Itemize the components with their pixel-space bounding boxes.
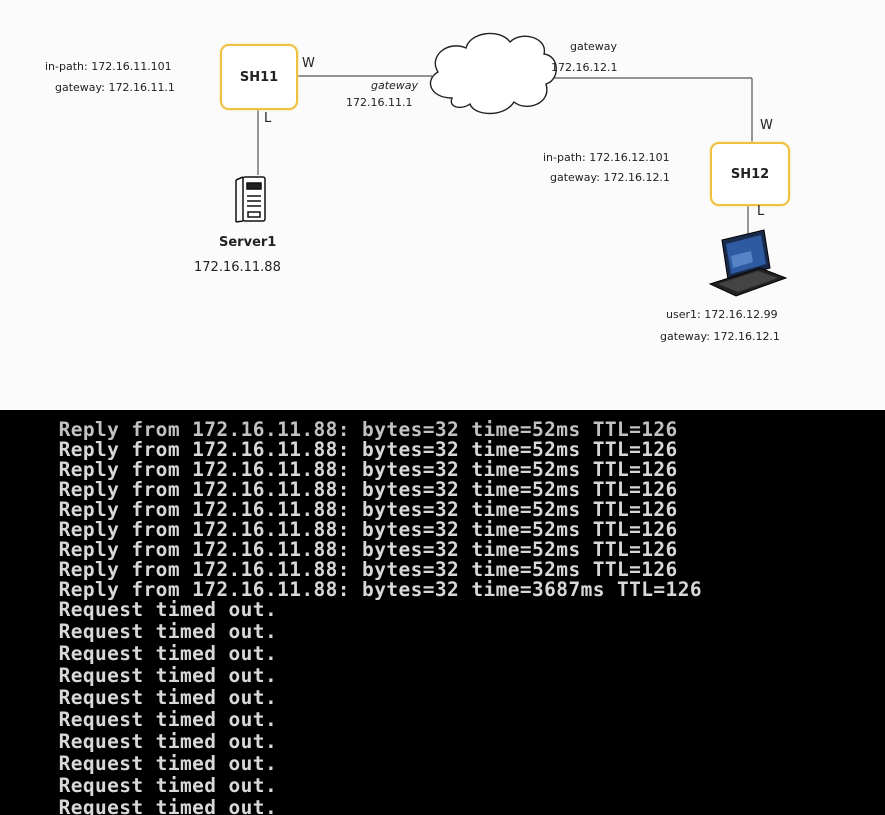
terminal-line: Request timed out. (10, 690, 277, 730)
terminal-line-text: Reply from 172.16.11.88: bytes=32 time=5… (58, 498, 678, 521)
terminal-line-text: Request timed out. (58, 686, 278, 709)
terminal-line-text: Request timed out. (58, 708, 278, 731)
terminal-line-text: Reply from 172.16.11.88: bytes=32 time=5… (58, 478, 678, 501)
network-diagram: SH11 in-path: 172.16.11.101 gateway: 172… (45, 32, 790, 343)
terminal-line-text: Reply from 172.16.11.88: bytes=32 time=5… (58, 418, 678, 441)
sh12-wan-port-label: W (760, 118, 773, 133)
terminal-line: Reply from 172.16.11.88: bytes=32 time=5… (10, 410, 678, 440)
terminal-line-text: Request timed out. (58, 730, 278, 753)
terminal-line: Request timed out. (10, 580, 277, 620)
user-gateway-label: gateway: 172.16.12.1 (660, 330, 780, 343)
sh11-gateway-label: gateway: 172.16.11.1 (55, 81, 175, 94)
sh11-label: SH11 (239, 69, 279, 85)
terminal-line: Reply from 172.16.11.88: bytes=32 time=5… (10, 480, 678, 520)
terminal-line-text: Reply from 172.16.11.88: bytes=32 time=5… (58, 538, 678, 561)
steelhead-sh11-node: SH11 (220, 44, 298, 110)
terminal-line-text: Request timed out. (58, 642, 278, 665)
terminal-line-text: Request timed out. (58, 796, 278, 815)
terminal-line: Request timed out. (10, 668, 277, 708)
sh12-gateway-label: gateway: 172.16.12.1 (550, 171, 670, 184)
terminal-line: Reply from 172.16.11.88: bytes=32 time=5… (10, 540, 678, 580)
steelhead-sh12-node: SH12 (710, 142, 790, 206)
ping-terminal-output: Reply from 172.16.11.88: bytes=32 time=5… (0, 410, 885, 815)
laptop-icon (708, 229, 788, 297)
terminal-line: Request timed out. (10, 646, 277, 686)
server-name-label: Server1 (219, 235, 277, 250)
sh12-lan-port-label: L (757, 204, 765, 219)
terminal-line: Reply from 172.16.11.88: bytes=32 time=3… (10, 560, 702, 600)
user-ip-label: user1: 172.16.12.99 (666, 308, 778, 321)
terminal-line: Reply from 172.16.11.88: bytes=32 time=5… (10, 440, 678, 480)
terminal-line-text: Reply from 172.16.11.88: bytes=32 time=3… (58, 578, 702, 601)
server-ip-label: 172.16.11.88 (194, 260, 281, 275)
terminal-line-text: Request timed out. (58, 774, 278, 797)
sh11-lan-port-label: L (264, 111, 272, 126)
terminal-line: Reply from 172.16.11.88: bytes=32 time=5… (10, 500, 678, 540)
cloud-left-gateway-label: gateway (371, 79, 419, 92)
diagram-links (235, 32, 788, 297)
server-icon (235, 176, 266, 223)
terminal-line: Request timed out. (10, 756, 277, 796)
cloud-right-gateway-label: gateway (570, 40, 618, 53)
terminal-line-text: Request timed out. (58, 620, 278, 643)
terminal-line: Reply from 172.16.11.88: bytes=32 time=5… (10, 520, 678, 560)
sh11-wan-port-label: W (302, 56, 315, 71)
terminal-line: Request timed out. (10, 624, 277, 664)
terminal-line-text: Reply from 172.16.11.88: bytes=32 time=5… (58, 518, 678, 541)
cloud-right-gateway-ip: 172.16.12.1 (551, 61, 618, 74)
sh12-label: SH12 (730, 166, 770, 182)
sh12-inpath-label: in-path: 172.16.12.101 (543, 151, 670, 164)
terminal-line-text: Reply from 172.16.11.88: bytes=32 time=5… (58, 458, 678, 481)
terminal-line: Request timed out. (10, 602, 277, 642)
terminal-line-text: Request timed out. (58, 752, 278, 775)
terminal-line: Request timed out. (10, 778, 277, 815)
terminal-line: Reply from 172.16.11.88: bytes=32 time=5… (10, 420, 678, 460)
terminal-line-text: Reply from 172.16.11.88: bytes=32 time=5… (58, 558, 678, 581)
sh11-inpath-label: in-path: 172.16.11.101 (45, 60, 172, 73)
terminal-line: Request timed out. (10, 734, 277, 774)
wan-cloud-icon (429, 32, 557, 115)
terminal-line-text: Request timed out. (58, 598, 278, 621)
cloud-left-gateway-ip: 172.16.11.1 (346, 96, 413, 109)
terminal-line: Reply from 172.16.11.88: bytes=32 time=5… (10, 460, 678, 500)
terminal-line-text: Request timed out. (58, 664, 278, 687)
terminal-line: Request timed out. (10, 712, 277, 752)
terminal-line-text: Reply from 172.16.11.88: bytes=32 time=5… (58, 438, 678, 461)
